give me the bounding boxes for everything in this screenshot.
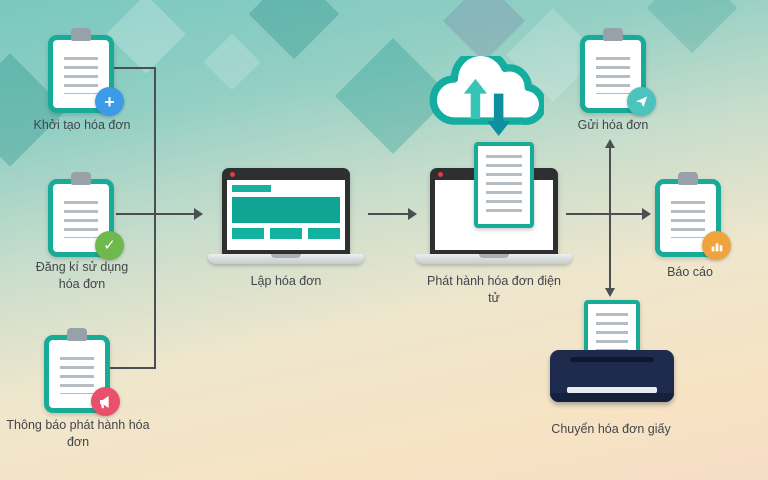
connector-line [154,67,156,369]
laptop-base [208,254,364,264]
diamond-decor [248,0,340,60]
check-badge-icon: ✓ [95,231,124,260]
screen-content-cell [307,228,340,239]
chart-badge-icon [702,231,731,260]
connector-arrowhead [642,208,651,220]
laptop-screen-content [227,180,345,250]
clipboard-clip-icon [71,28,91,41]
node-label-report: Báo cáo [667,265,713,279]
document-lines [596,57,630,94]
upload-arrow-icon [463,78,488,119]
connector-line [106,367,156,369]
connector-arrowhead [408,208,417,220]
download-arrow-icon [487,93,511,136]
connector-line [116,213,194,215]
megaphone-badge-icon [91,387,120,416]
laptop-notch [271,254,301,258]
clipboard-icon [48,179,114,257]
megaphone-glyph [99,395,109,408]
node-compose-invoice [208,168,364,264]
document-lines [596,313,628,355]
diamond-decor [106,0,186,74]
laptop-notch [479,254,509,258]
paper-plane-glyph [635,96,648,108]
einvoice-document-icon [474,142,534,228]
paper-plane-badge-icon [627,87,656,116]
screen-content-bar [232,185,271,192]
node-label-issue: Phát hành hóa đơn điện tử [426,274,561,305]
clipboard-clip-icon [71,172,91,185]
node-label-announce: Thông báo phát hành hóa đơn [6,418,150,449]
node-label-compose: Lập hóa đơn [250,274,322,288]
document-lines [671,201,705,238]
connector-line [112,67,156,69]
document-lines [486,155,522,215]
connector-line [368,213,410,215]
node-announce-issue [44,328,120,416]
node-label-register: Đăng kí sử dụng hóa đơn [35,260,129,291]
close-dot-icon [438,172,443,177]
clipboard-clip-icon [603,28,623,41]
document-lines [64,201,98,238]
printer-output-slot [567,387,657,393]
connector-line [609,148,611,288]
clipboard-icon [580,35,646,113]
clipboard-clip-icon [67,328,87,341]
printer-base [550,393,674,402]
laptop-base [416,254,572,264]
connector-line [566,213,642,215]
node-label-send: Gửi hóa đơn [577,118,649,132]
close-dot-icon [230,172,235,177]
node-print-paper [550,300,674,404]
diamond-decor [203,33,261,91]
connector-arrowhead [605,288,615,297]
document-lines [64,57,98,94]
printer-slot [570,357,654,362]
connector-arrowhead [194,208,203,220]
node-issue-einvoice [416,142,572,264]
screen-content-cell [232,228,265,239]
node-label-print: Chuyển hóa đơn giấy [551,422,671,436]
cloud-sync-icon [428,48,547,149]
printer-icon [550,350,674,402]
connector-arrowhead [605,139,615,148]
node-create-invoice: + [48,28,124,116]
bar-chart-glyph [711,242,722,251]
clipboard-clip-icon [678,172,698,185]
node-register-invoice: ✓ [48,172,124,260]
screen-content-block [232,197,340,223]
screen-content-cell [269,228,303,239]
diamond-decor [646,0,738,54]
node-report [655,172,731,260]
node-send-invoice [580,28,656,116]
document-lines [60,357,94,394]
node-label-create: Khởi tạo hóa đơn [33,118,131,132]
plus-badge-icon: + [95,87,124,116]
screen-content-row [232,228,340,239]
laptop-icon [222,168,350,254]
